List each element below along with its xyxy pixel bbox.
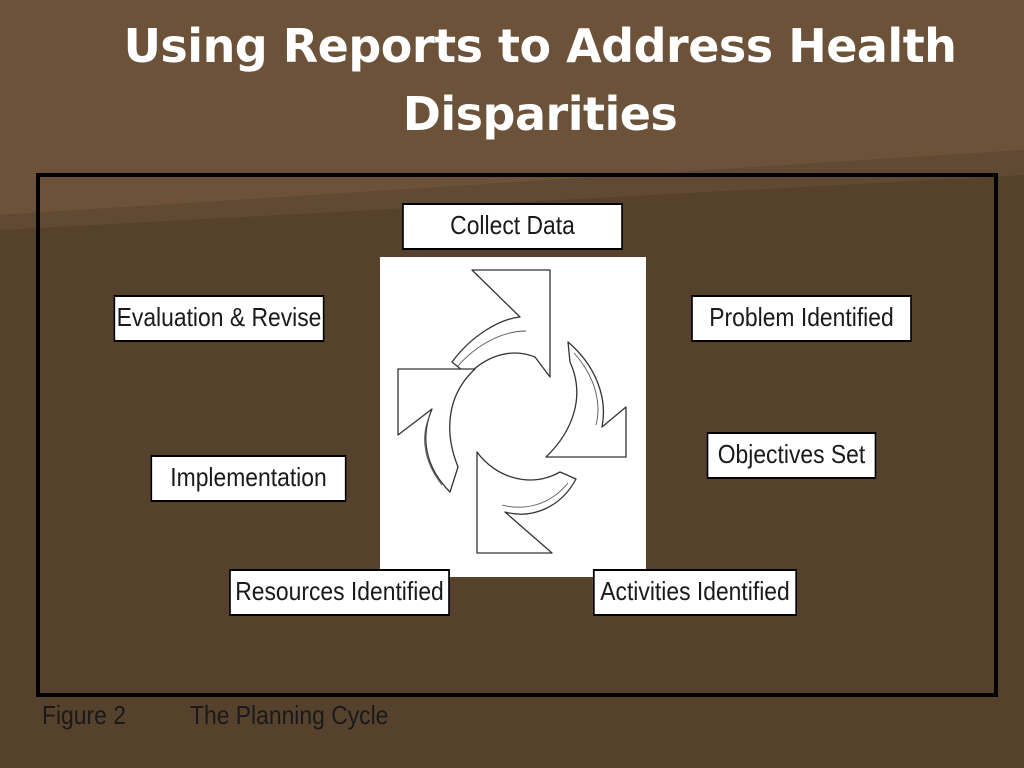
step-objectives-set: Objectives Set (706, 432, 877, 479)
figure-number: Figure 2 (42, 700, 126, 730)
step-implementation: Implementation (150, 455, 347, 502)
circular-arrows-icon (380, 257, 646, 577)
figure-title: The Planning Cycle (190, 700, 389, 730)
step-collect-data: Collect Data (402, 203, 623, 250)
step-resources-identified: Resources Identified (229, 569, 450, 616)
step-problem-identified: Problem Identified (691, 295, 912, 342)
slide-title: Using Reports to Address Health Disparit… (123, 19, 957, 141)
step-activities-identified: Activities Identified (592, 569, 798, 616)
diagram-frame (36, 173, 998, 697)
step-evaluation-revise: Evaluation & Revise (113, 295, 325, 342)
